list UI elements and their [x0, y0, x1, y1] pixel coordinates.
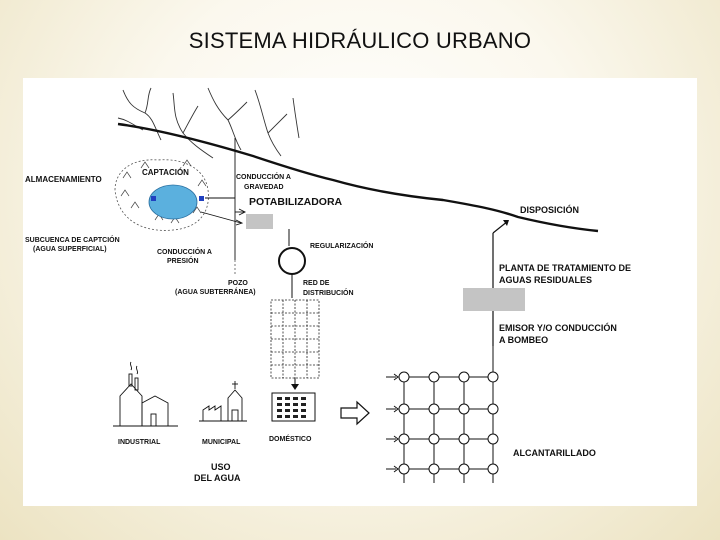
label-conduccion-presion-1: CONDUCCIÓN A [157, 247, 212, 256]
label-emisor-1: EMISOR Y/O CONDUCCIÓN [499, 322, 617, 333]
label-uso-2: DEL AGUA [194, 473, 241, 483]
label-disposicion: DISPOSICIÓN [520, 204, 579, 215]
potabilizadora-box [246, 214, 273, 229]
distribution-arrow [291, 384, 299, 390]
domestic-icon [271, 392, 316, 422]
label-pozo-2: (AGUA SUBTERRÁNEA) [175, 287, 256, 296]
label-conduccion-gravedad-2: GRAVEDAD [244, 184, 284, 191]
label-conduccion-presion-2: PRESIÓN [167, 256, 199, 265]
intake-valve-left [151, 196, 156, 201]
planta-box [463, 288, 525, 311]
label-captacion: CAPTACIÓN [142, 168, 189, 177]
label-emisor-2: A BOMBEO [499, 335, 548, 345]
label-uso-1: USO [211, 462, 231, 472]
conduction-lines [200, 138, 247, 260]
watershed-boundary [114, 159, 209, 231]
label-subcuenca-1: SUBCUENCA DE CAPTCIÓN [25, 235, 120, 244]
label-potabilizadora: POTABILIZADORA [249, 196, 343, 208]
intake-valve-right [199, 196, 204, 201]
slide-title: SISTEMA HIDRÁULICO URBANO [188, 28, 532, 53]
municipal-icon [199, 381, 247, 422]
label-pozo-1: POZO [228, 280, 248, 287]
domestic-windows [277, 397, 306, 418]
label-planta-1: PLANTA DE TRATAMIENTO DE [499, 263, 631, 273]
distribution-network [270, 299, 320, 379]
label-red-1: RED DE [303, 280, 330, 287]
regulation-tank [278, 247, 306, 275]
sewer-network [386, 346, 494, 483]
label-almacenamiento: ALMACENAMIENTO [25, 175, 102, 184]
hydraulic-system-diagram: ALMACENAMIENTO CAPTACIÓN CONDUCCIÓN A GR… [23, 78, 697, 506]
flow-arrow [340, 400, 370, 426]
lake [148, 184, 198, 220]
label-subcuenca-2: (AGUA SUPERFICIAL) [33, 246, 107, 253]
label-alcantarillado: ALCANTARILLADO [513, 448, 596, 458]
label-domestico: DOMÉSTICO [269, 434, 312, 443]
label-industrial: INDUSTRIAL [118, 439, 161, 446]
label-conduccion-gravedad-1: CONDUCCIÓN A [236, 172, 291, 181]
manholes [398, 371, 499, 475]
label-red-2: DISTRIBUCIÓN [303, 288, 354, 297]
label-planta-2: AGUAS RESIDUALES [499, 275, 592, 285]
label-regularizacion: REGULARIZACIÓN [310, 241, 373, 250]
label-municipal: MUNICIPAL [202, 439, 241, 446]
industrial-icon [113, 361, 178, 427]
river-tributaries [117, 87, 300, 159]
river [117, 122, 599, 233]
